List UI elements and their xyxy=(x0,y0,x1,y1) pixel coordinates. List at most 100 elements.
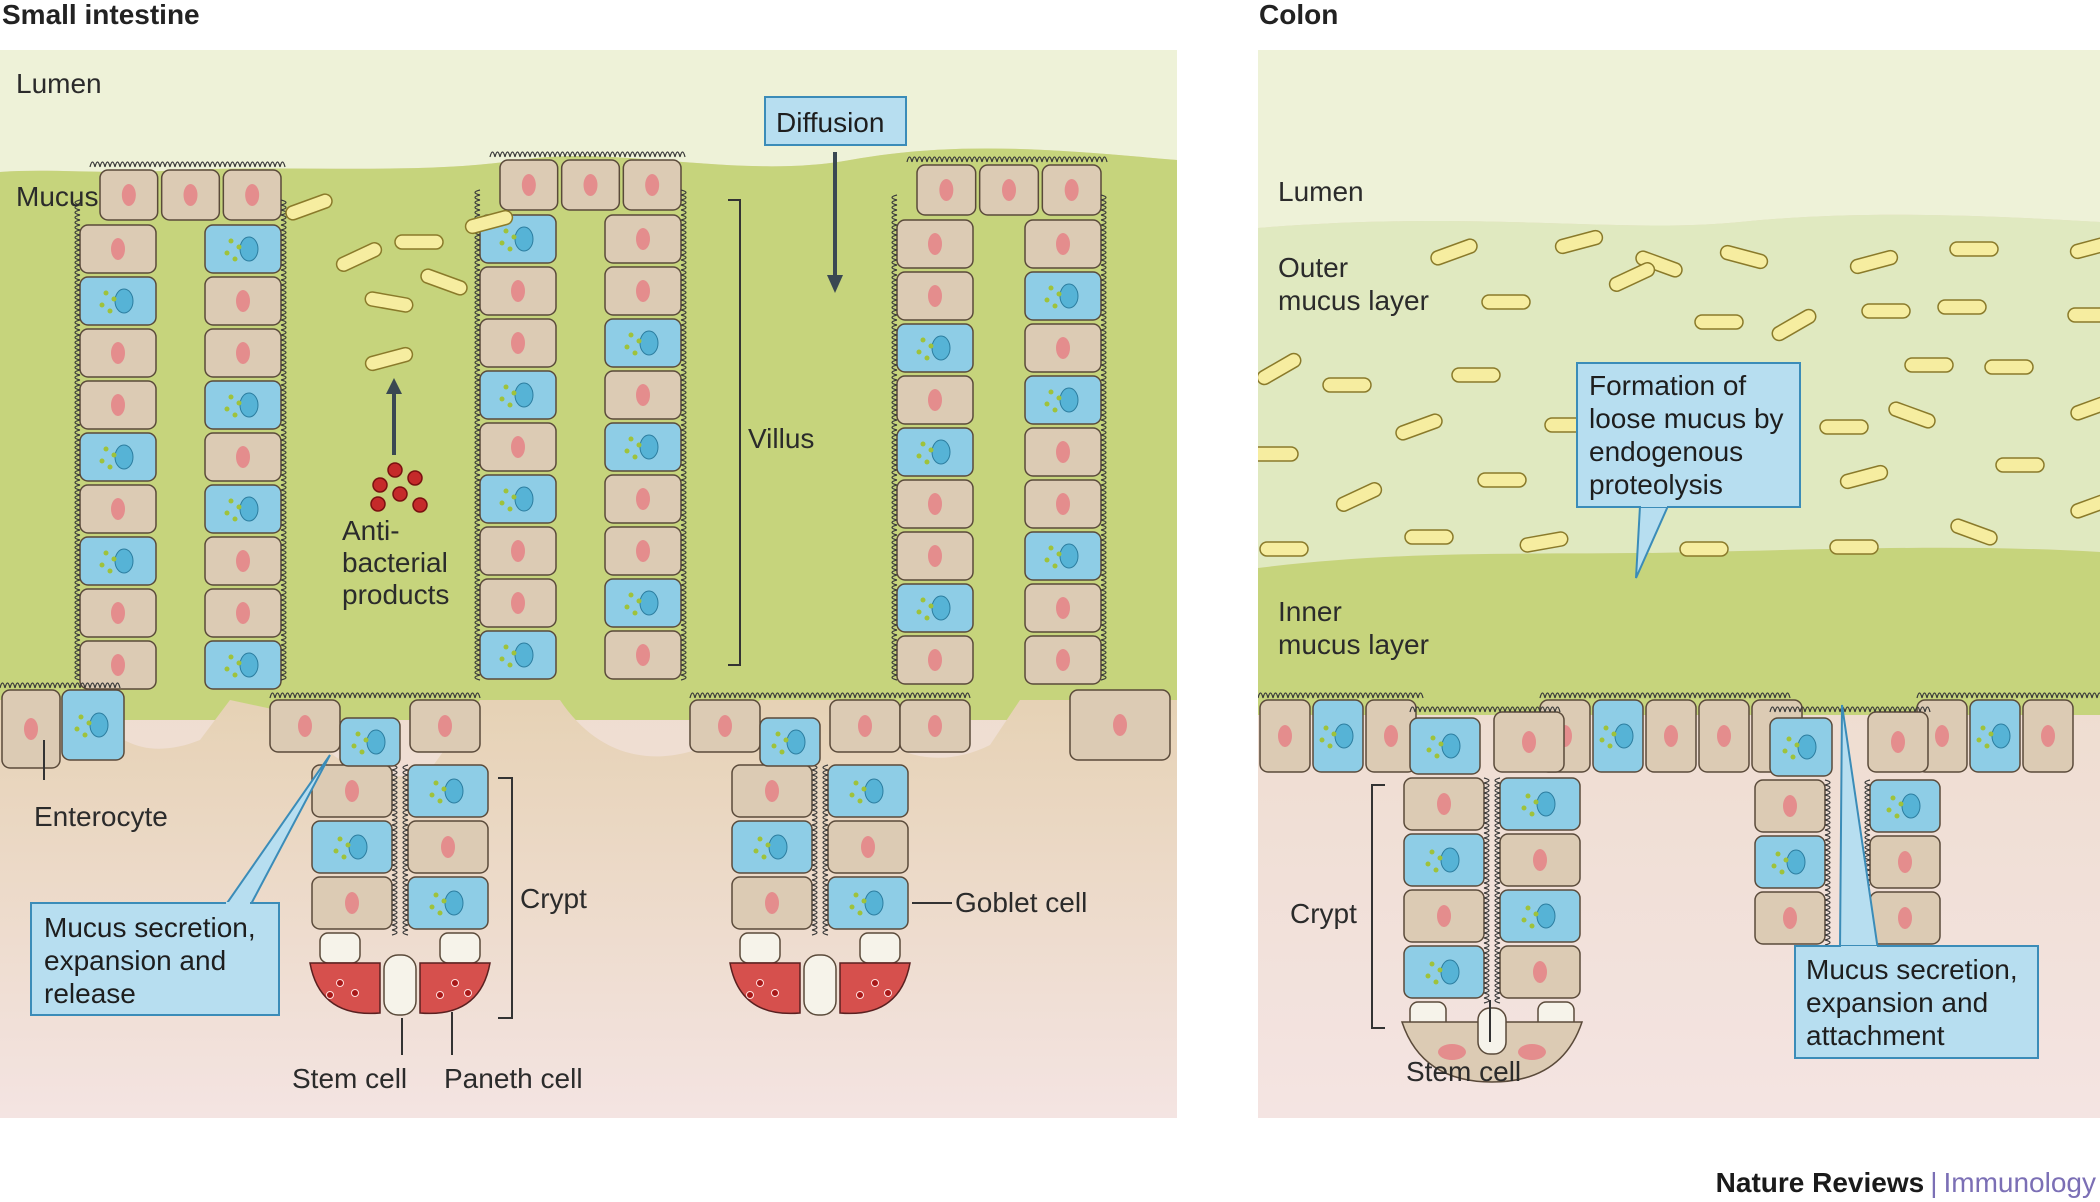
enterocyte-cell xyxy=(1403,777,1485,831)
microvilli xyxy=(474,189,481,681)
goblet-cell xyxy=(604,318,682,368)
goblet-cell xyxy=(1499,777,1581,831)
inner-mucus-label-2: mucus layer xyxy=(1278,629,1429,660)
enterocyte-cell xyxy=(896,479,974,529)
stem-cell xyxy=(739,932,781,964)
lumen-label: Lumen xyxy=(16,68,102,99)
attachment-line-2: expansion and xyxy=(1806,987,1988,1018)
bacterium xyxy=(1335,482,1383,512)
enterocyte-cell xyxy=(409,699,481,753)
goblet-cell xyxy=(1403,833,1485,887)
enterocyte-cell xyxy=(79,328,157,378)
goblet-cell xyxy=(339,717,401,767)
enterocyte-cell xyxy=(1916,699,1968,773)
microvilli xyxy=(1100,194,1107,681)
colon-lumen-region xyxy=(1258,50,2100,228)
enterocyte-cell xyxy=(222,169,282,221)
villi-group xyxy=(0,151,1171,769)
goblet-cell xyxy=(1592,699,1644,773)
credit-separator: | xyxy=(1930,1167,1937,1198)
enterocyte-cell xyxy=(1698,699,1750,773)
enterocyte-cell xyxy=(978,164,1040,216)
stem-cell xyxy=(319,932,361,964)
goblet-cell xyxy=(604,422,682,472)
enterocyte-cell xyxy=(1024,323,1102,373)
bacterium xyxy=(1888,401,1936,429)
microvilli xyxy=(891,194,898,681)
villus-bracket xyxy=(728,199,741,666)
enterocyte-cell xyxy=(604,370,682,420)
inner-mucus-label-1: Inner xyxy=(1278,596,1342,627)
microvilli xyxy=(689,692,971,699)
inner-mucus-region xyxy=(1258,547,2100,715)
enterocyte-cell xyxy=(1499,833,1581,887)
mucus-region xyxy=(0,148,1177,720)
enterocyte-cell xyxy=(916,164,977,216)
bacterium xyxy=(2070,491,2100,519)
diffusion-text: Diffusion xyxy=(776,107,884,138)
colon-epithelium xyxy=(1258,692,2100,773)
goblet-cell xyxy=(1024,375,1102,425)
goblet-cell xyxy=(759,717,821,767)
bacterium xyxy=(1719,244,1769,270)
bacterium xyxy=(335,242,383,272)
enterocyte-cell xyxy=(499,159,559,211)
microvilli xyxy=(391,764,398,936)
mucus-secretion-line-2: expansion and xyxy=(44,945,226,976)
enterocyte-cell xyxy=(896,271,974,321)
enterocyte-cell xyxy=(479,266,557,316)
bacterium xyxy=(1937,299,1987,315)
enterocyte-cell xyxy=(1024,583,1102,633)
enterocyte-cell xyxy=(1024,427,1102,477)
small-intestine-panel: Lumen Mucus Villus Anti- bacterial produ… xyxy=(0,50,1177,1118)
stem-cell xyxy=(1477,1007,1507,1055)
diffusion-callout: Diffusion xyxy=(764,96,907,146)
bacterium xyxy=(1819,419,1869,435)
enterocyte-cell xyxy=(479,422,557,472)
enterocyte-cell xyxy=(1,689,61,769)
antibacterial-label-3: products xyxy=(342,579,449,610)
bacterium xyxy=(1849,249,1899,275)
bacterium xyxy=(1839,464,1889,490)
up-arrow-icon xyxy=(386,378,402,455)
enterocyte-cell xyxy=(1754,779,1826,833)
goblet-cell xyxy=(204,484,282,534)
microvilli xyxy=(811,764,818,936)
bacterium xyxy=(1679,541,1729,557)
enterocyte-cell xyxy=(269,699,341,753)
enterocyte-cell xyxy=(604,526,682,576)
enterocyte-cell xyxy=(479,526,557,576)
microvilli xyxy=(1409,706,1561,713)
goblet-cell xyxy=(896,323,974,373)
bacterium xyxy=(1258,352,1302,386)
paneth-cell xyxy=(729,962,801,1015)
bacterium xyxy=(1694,314,1744,330)
crypt-bracket xyxy=(498,777,513,1019)
goblet-cell xyxy=(311,820,393,874)
enterocyte-cell xyxy=(896,531,974,581)
goblet-cell-label: Goblet cell xyxy=(955,887,1087,918)
bacterium xyxy=(1395,413,1443,441)
goblet-cell xyxy=(79,432,157,482)
goblet-cell xyxy=(827,876,909,930)
mucus-secretion-callout: Mucus secretion, expansion and release xyxy=(30,754,331,1016)
enterocyte-cell xyxy=(79,484,157,534)
microvilli xyxy=(1483,777,1490,1004)
paneth-cell xyxy=(839,962,911,1015)
bacterium xyxy=(1451,367,1501,383)
microvilli xyxy=(0,682,121,689)
goblet-cell xyxy=(479,474,557,524)
bacterium xyxy=(464,209,514,235)
bacterium xyxy=(1430,238,1478,266)
bacterium xyxy=(1477,472,1527,488)
enterocyte-cell xyxy=(1024,479,1102,529)
goblet-cell xyxy=(407,764,489,818)
goblet-cell xyxy=(896,427,974,477)
goblet-cell xyxy=(407,876,489,930)
formation-line-2: loose mucus by xyxy=(1589,403,1784,434)
paneth-cell xyxy=(309,962,381,1015)
bacterium xyxy=(2067,307,2100,323)
enterocyte-cell xyxy=(604,630,682,680)
formation-line-4: proteolysis xyxy=(1589,469,1723,500)
stem-cell-label: Stem cell xyxy=(292,1063,407,1094)
